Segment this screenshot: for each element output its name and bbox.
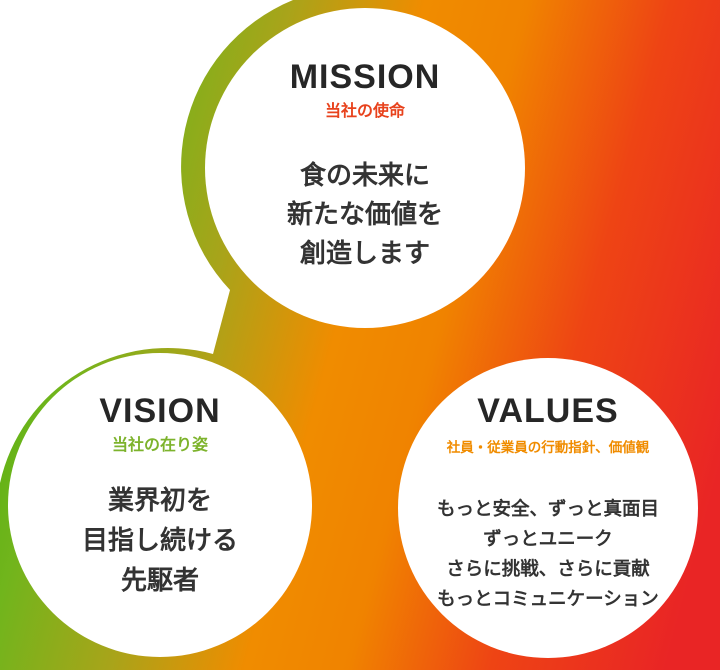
body-line: 目指し続ける — [81, 525, 238, 555]
values-subtitle: 社員・従業員の行動指針、価値観 — [446, 440, 650, 455]
vision-body: 業界初を目指し続ける先駆者 — [82, 480, 238, 600]
vision-title: VISION — [99, 392, 221, 430]
mission-section: MISSION 当社の使命 食の未来に新たな価値を創造します — [205, 58, 525, 273]
mission-circle — [205, 8, 525, 328]
vision-subtitle: 当社の在り姿 — [111, 437, 208, 454]
vision-circle — [8, 353, 312, 657]
body-line: ずっとユニーク — [483, 528, 613, 549]
vision-section: VISION 当社の在り姿 業界初を目指し続ける先駆者 — [0, 392, 320, 600]
body-line: 先駆者 — [120, 565, 199, 595]
values-circle — [398, 358, 698, 658]
body-line: 新たな価値を — [286, 199, 443, 229]
mission-title: MISSION — [289, 58, 441, 96]
body-line: さらに挑戦、さらに貢献 — [446, 558, 650, 579]
mission-subtitle: 当社の使命 — [324, 103, 405, 120]
body-line: もっとコミュニケーション — [437, 588, 659, 609]
body-line: もっと安全、ずっと真面目 — [436, 498, 659, 519]
body-line: 食の未来に — [299, 160, 430, 190]
body-line: 業界初を — [107, 485, 212, 515]
values-body: もっと安全、ずっと真面目ずっとユニークさらに挑戦、さらに貢献もっとコミュニケーシ… — [437, 494, 659, 614]
values-title: VALUES — [477, 392, 619, 430]
body-line: 創造します — [299, 238, 430, 268]
values-section: VALUES 社員・従業員の行動指針、価値観 もっと安全、ずっと真面目ずっとユニ… — [398, 392, 698, 614]
mission-body: 食の未来に新たな価値を創造します — [287, 156, 443, 273]
